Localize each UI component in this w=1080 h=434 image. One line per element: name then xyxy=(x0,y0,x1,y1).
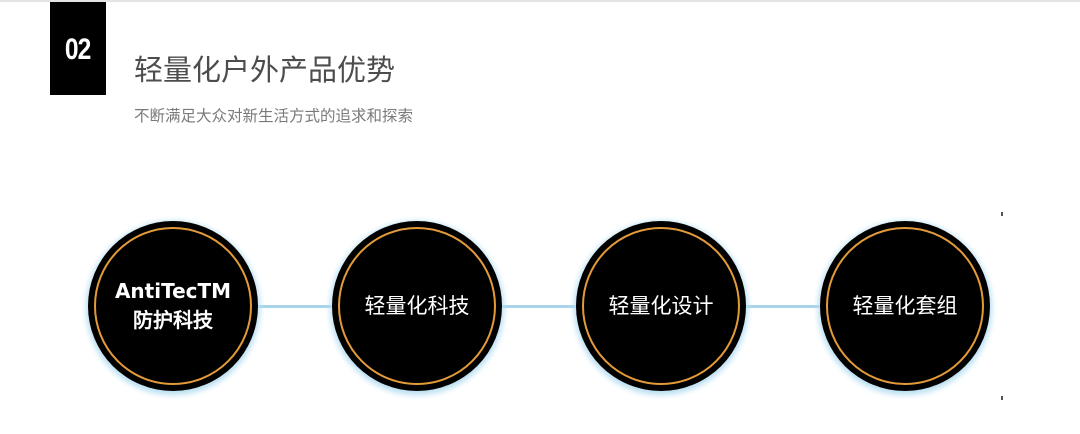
node-antitectm: AntiTecTM防护科技 xyxy=(88,221,258,391)
top-divider xyxy=(0,0,1080,2)
node-lightweight-tech: 轻量化科技 xyxy=(332,221,502,391)
page-title: 轻量化户外产品优势 xyxy=(134,53,396,87)
section-number-badge: 02 xyxy=(50,2,106,95)
node-label: 轻量化套组 xyxy=(852,294,958,318)
node-ring xyxy=(94,227,252,385)
node-lightweight-kit: 轻量化套组 xyxy=(820,221,990,391)
node-ring xyxy=(826,227,984,385)
node-label: AntiTecTM防护科技 xyxy=(114,279,232,332)
node-ring xyxy=(582,227,740,385)
section-number: 02 xyxy=(65,32,92,66)
node-label: 轻量化科技 xyxy=(364,294,470,318)
connector-line-2 xyxy=(502,305,578,308)
edge-mark-top xyxy=(1001,212,1003,216)
page-subtitle: 不断满足大众对新生活方式的追求和探索 xyxy=(134,107,414,125)
node-label: 轻量化设计 xyxy=(608,294,714,318)
edge-mark-bottom xyxy=(1001,396,1003,400)
node-lightweight-design: 轻量化设计 xyxy=(576,221,746,391)
connector-line-3 xyxy=(746,305,822,308)
connector-line-1 xyxy=(258,305,334,308)
node-ring xyxy=(338,227,496,385)
